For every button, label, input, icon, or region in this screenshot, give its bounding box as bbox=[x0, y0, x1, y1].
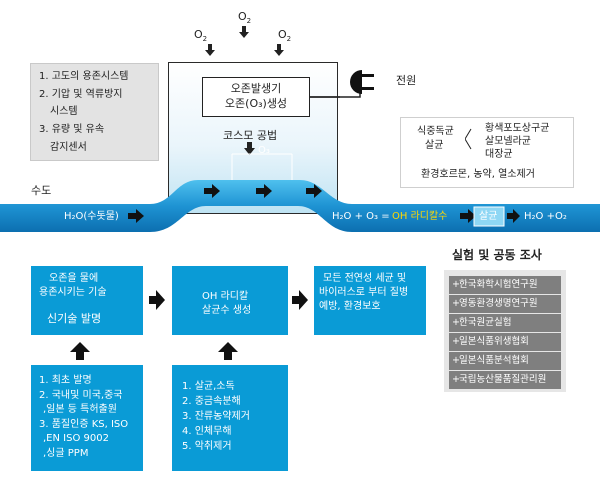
lab-item: 영동환경생명연구원 bbox=[449, 295, 561, 313]
o2-label: O2 bbox=[194, 28, 208, 44]
up-arrow-icon bbox=[218, 342, 238, 360]
h2o-label: H₂O(수돗물) bbox=[64, 211, 119, 222]
o2-arrows bbox=[205, 26, 284, 56]
flow-arrow-icon bbox=[507, 209, 520, 223]
effects-box bbox=[172, 365, 288, 471]
effect-item: 3. 잔류농약제거 bbox=[182, 411, 250, 422]
method-label: 코스모 공법 bbox=[223, 129, 278, 142]
flow-arrow-icon bbox=[256, 184, 272, 198]
patent-item: 1. 최초 발명 bbox=[39, 375, 92, 386]
effect-item: 2. 중금속분해 bbox=[182, 396, 241, 407]
reaction-highlight: OH 라디칼수 bbox=[392, 211, 448, 222]
patent-box bbox=[31, 365, 143, 471]
power-line bbox=[310, 96, 340, 98]
sterilize-label: 살균 bbox=[479, 211, 498, 222]
flow-arrow-icon bbox=[128, 209, 144, 223]
reaction-left: H₂O + O₃ = bbox=[332, 211, 390, 222]
generator-line2: 오존(O₃)생성 bbox=[224, 97, 288, 110]
feature-item: 2. 기압 및 역류방지 bbox=[39, 89, 123, 100]
o3-down-arrow-icon bbox=[244, 142, 255, 155]
o2-label: O2 bbox=[238, 10, 252, 26]
result-line1: 모든 전연성 세균 및 bbox=[323, 273, 407, 284]
bacteria-bracket bbox=[465, 128, 472, 150]
patent-item: 2. 국내및 미국,중국 bbox=[39, 390, 123, 401]
power-label: 전원 bbox=[396, 74, 417, 87]
oh-line1: OH 라디칼 bbox=[202, 291, 249, 302]
patent-item: ,일본 등 특허출원 bbox=[43, 404, 117, 415]
patent-item: ,EN ISO 9002 bbox=[43, 433, 109, 444]
water-pipe bbox=[0, 180, 600, 232]
patent-item: 3. 품질인증 KS, ISO bbox=[39, 419, 129, 430]
result-line2: 바이러스로 부터 질병 bbox=[319, 287, 409, 298]
lab-item: 한국원균실험 bbox=[449, 314, 561, 332]
oh-line2: 살균수 생성 bbox=[202, 305, 252, 316]
ozone-generator-box: 오존발생기 오존(O₃)생성 bbox=[202, 77, 310, 117]
down-arrow-icon bbox=[239, 26, 249, 38]
effect-item: 1. 살균,소독 bbox=[182, 381, 235, 392]
result-line3: 예방, 환경보호 bbox=[319, 301, 381, 312]
feature-item: 3. 유량 및 유속 bbox=[39, 124, 105, 135]
lab-item: 국립농산물품질관리원 bbox=[449, 371, 561, 389]
features-box: 1. 고도의 용존시스템 2. 기압 및 역류방지 시스템 3. 유량 및 유속… bbox=[30, 63, 159, 161]
bacteria-left2: 살균 bbox=[425, 140, 444, 151]
sterilize-chip bbox=[473, 206, 505, 227]
effect-item: 4. 인체무해 bbox=[182, 426, 232, 437]
feature-item: 감지센서 bbox=[50, 142, 87, 153]
flow-arrow-icon bbox=[460, 209, 476, 223]
feature-item: 시스템 bbox=[50, 106, 78, 117]
down-arrow-icon bbox=[205, 44, 215, 56]
lab-item: 한국화학시험연구원 bbox=[449, 276, 561, 294]
up-arrow-icon bbox=[70, 342, 90, 360]
flow-arrow-icon bbox=[306, 184, 322, 198]
tech-line3: 신기술 발명 bbox=[47, 312, 102, 325]
bacteria-left1: 식중독균 bbox=[417, 126, 454, 137]
generator-line1: 오존발생기 bbox=[230, 82, 282, 95]
right-arrow-icon bbox=[149, 290, 165, 310]
labs-title: 실험 및 공동 조사 bbox=[452, 248, 542, 262]
water-source-label: 수도 bbox=[31, 184, 52, 197]
down-arrow-icon bbox=[274, 44, 284, 56]
bacteria-right1: 황색포도상구균 bbox=[485, 123, 550, 134]
tech-line1: 오존을 물에 bbox=[49, 273, 99, 284]
bacteria-right3: 대장균 bbox=[485, 149, 513, 160]
tech-box: 오존을 물에 용존시키는 기술 신기술 발명 bbox=[31, 266, 143, 335]
o2-label: O2 bbox=[278, 28, 292, 44]
feature-item: 1. 고도의 용존시스템 bbox=[39, 71, 129, 82]
bacteria-box bbox=[400, 117, 574, 188]
lab-item: 일본식품위생협회 bbox=[449, 333, 561, 351]
effect-item: 5. 악취제거 bbox=[182, 441, 232, 452]
reaction-result: H₂O +O₂ bbox=[524, 211, 567, 222]
bacteria-bottom: 환경호르몬, 농약, 열소제거 bbox=[421, 169, 535, 180]
flow-arrow-icon bbox=[204, 184, 220, 198]
patent-item: ,싱글 PPM bbox=[43, 448, 89, 459]
right-arrow-icon bbox=[292, 290, 308, 310]
bacteria-right2: 살모넬라균 bbox=[485, 136, 531, 147]
result-box: 모든 전연성 세균 및 바이러스로 부터 질병 예방, 환경보호 bbox=[314, 266, 426, 335]
tech-line2: 용존시키는 기술 bbox=[39, 287, 107, 298]
lab-item: 일본식품분석협회 bbox=[449, 352, 561, 370]
oh-radical-box: OH 라디칼 살균수 생성 bbox=[172, 266, 288, 335]
o3-label: O₃ bbox=[258, 145, 270, 156]
